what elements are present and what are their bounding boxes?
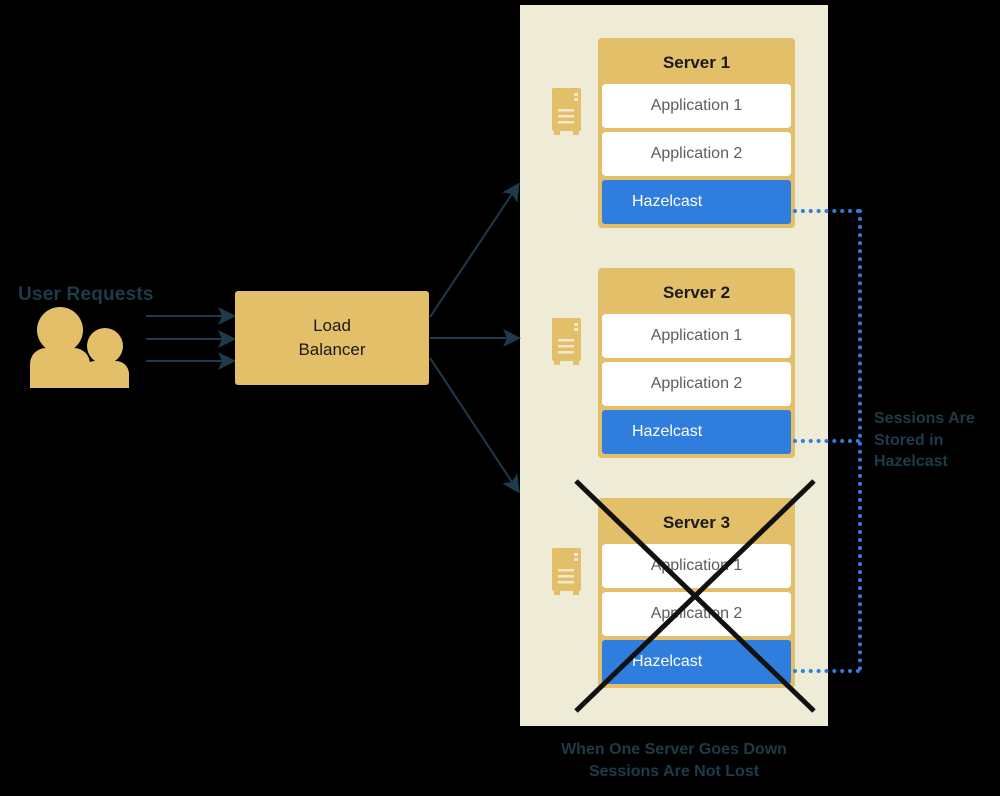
server-card-2[interactable]: Server 2 Application 1 Application 2 Haz… (598, 268, 795, 458)
caption-line1: When One Server Goes Down (561, 741, 787, 758)
app-row-2-2: Application 2 (602, 362, 791, 406)
app-row-1-2: Application 2 (602, 132, 791, 176)
sessions-label-line3: Hazelcast (874, 453, 948, 471)
load-balancer-line2: Balancer (298, 340, 366, 359)
hazelcast-node-2[interactable]: Hazelcast (602, 410, 791, 454)
app-row-3-2: Application 2 (602, 592, 791, 636)
server-title-1: Server 1 (662, 53, 731, 72)
app-row-3-1: Application 1 (602, 544, 791, 588)
app-row-2-1: Application 1 (602, 314, 791, 358)
session-link-1 (793, 209, 860, 213)
server-title-3: Server 3 (662, 513, 731, 532)
server-card-1[interactable]: Server 1 Application 1 Application 2 Haz… (598, 38, 795, 228)
caption-line2: Sessions Are Not Lost (588, 763, 760, 781)
user-requests-label: User Requests (18, 284, 154, 305)
sessions-label-line2: Stored in (874, 431, 944, 449)
session-link-2 (793, 439, 860, 443)
server-rack-icon-2 (551, 318, 582, 365)
server-title-2: Server 2 (662, 283, 731, 302)
server-rack-icon-3 (551, 548, 582, 595)
sessions-stored-label: Sessions Are Stored in Hazelcast (874, 408, 994, 473)
hazelcast-node-3[interactable]: Hazelcast (602, 640, 791, 684)
session-link-3 (793, 669, 860, 673)
load-balancer-line1: Load (313, 316, 351, 336)
diagram-caption: When One Server Goes Down Sessions Are N… (520, 739, 828, 784)
app-row-1-1: Application 1 (602, 84, 791, 128)
load-balancer-box[interactable]: Load Balancer (235, 291, 429, 385)
users-icon (26, 306, 130, 388)
session-bus-line (858, 209, 862, 671)
server-card-3[interactable]: Server 3 Application 1 Application 2 Haz… (598, 498, 795, 688)
hazelcast-node-1[interactable]: Hazelcast (602, 180, 791, 224)
sessions-label-line1: Sessions Are (874, 410, 975, 427)
server-rack-icon-1 (551, 88, 582, 135)
